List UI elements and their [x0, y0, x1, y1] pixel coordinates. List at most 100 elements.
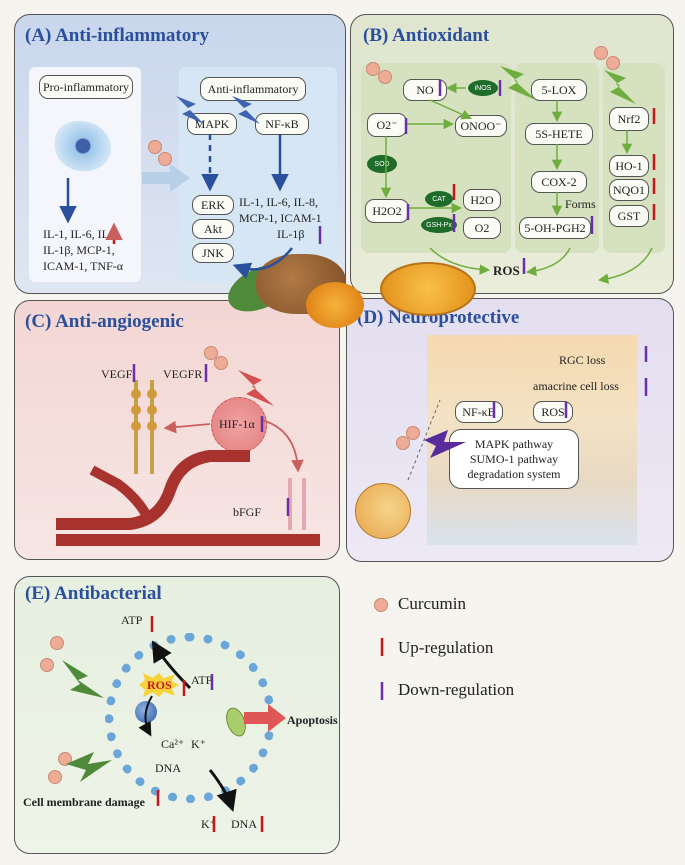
rgc-loss-label: RGC loss — [559, 353, 606, 367]
oxygen-box: O2 — [463, 217, 501, 239]
curcumin-dot — [40, 658, 54, 672]
curcumin-flow-arrow — [142, 164, 190, 192]
regulation-marks — [105, 80, 656, 832]
no-box: NO — [403, 79, 447, 101]
ca-label: Ca²⁺ — [161, 737, 185, 751]
vegf-ligand — [131, 405, 141, 415]
hif-1a-label: HIF-1α — [219, 417, 255, 431]
membrane-damage-label: Cell membrane damage — [23, 795, 145, 809]
lightning-icon — [62, 660, 104, 698]
legend-up-label: Up-regulation — [398, 638, 494, 657]
curcumin-dot — [594, 46, 608, 60]
nfkb-box: NF-κB — [255, 113, 309, 135]
nitrosative-to-ros-arrow — [429, 247, 491, 275]
panel-b-title: (B) Antioxidant — [363, 25, 490, 46]
panel-a-title: (A) Anti-inflammatory — [25, 25, 210, 46]
pro-cytokines-2: IL-1β, MCP-1, — [43, 243, 115, 257]
ros-to-dna-arrow — [138, 695, 153, 737]
vegf-label: VEGF — [101, 367, 133, 381]
ion-efflux-arrow — [208, 769, 237, 812]
turmeric-root-illustration — [216, 238, 366, 338]
hif-to-bfgf-arrow — [261, 419, 304, 473]
atp-top-label: ATP — [121, 613, 143, 627]
ros-burst-icon — [139, 673, 179, 697]
ros-label-e: ROS — [147, 678, 172, 692]
lightning-icon — [604, 70, 636, 104]
pro-inflammatory-area — [29, 67, 141, 282]
turmeric-slice — [380, 262, 476, 316]
vegf-ligand — [147, 421, 157, 431]
h2o2-box: H2O2 — [365, 199, 409, 223]
blood-vessel — [56, 450, 320, 546]
vegf-ligand — [131, 389, 141, 399]
ros-label: ROS — [493, 263, 520, 278]
mapk-box: MAPK — [187, 113, 237, 135]
lightning-icon — [232, 96, 260, 124]
bfgf-label: bFGF — [233, 505, 262, 519]
curcumin-dot — [214, 356, 228, 370]
akt-box: Akt — [192, 219, 234, 239]
panel-anti-angiogenic: (C) Anti-angiogenic VEGF VEGFR HIF-1α bF… — [14, 300, 340, 560]
dna-label: DNA — [155, 761, 181, 775]
no-to-onoo-arrow — [429, 99, 472, 120]
cytokine-to-jnk-arrow — [232, 247, 293, 280]
lightning-icon — [238, 370, 274, 406]
forms-label: Forms — [565, 197, 596, 211]
curcumin-dot — [48, 770, 62, 784]
vegf-ligand — [147, 405, 157, 415]
mapk-pathway: MAPK pathway — [474, 436, 554, 451]
jnk-box: JNK — [192, 243, 234, 263]
5-lox-box: 5-LOX — [531, 79, 587, 101]
panel-anti-inflammatory: (A) Anti-inflammatory Pro-inflammatory I… — [14, 14, 346, 294]
panel-d-title: (D) Neuroprotective — [357, 307, 520, 328]
vegf-ligand — [131, 421, 141, 431]
peroxynitrite-box: ONOO⁻ — [455, 115, 507, 137]
k-out-label: K⁺ — [201, 817, 216, 831]
curcumin-dot — [148, 140, 162, 154]
pro-cytokines-1: IL-1, IL-6, IL-8, — [43, 227, 122, 241]
anti-inflammatory-label: Anti-inflammatory — [200, 77, 306, 101]
pro-inflammatory-label: Pro-inflammatory — [39, 75, 133, 99]
nfkb-box-d: NF-κB — [455, 401, 503, 423]
hif-to-vegfr-arrow — [163, 420, 211, 434]
inos-enzyme: iNOS — [468, 80, 498, 96]
curcumin-dot — [204, 346, 218, 360]
lightning-icon — [66, 752, 112, 782]
atp-release-arrow — [151, 640, 192, 690]
curcumin-dot — [50, 636, 64, 650]
nrf2-box: Nrf2 — [609, 107, 649, 131]
dna-out-label: DNA — [231, 817, 257, 831]
sumo-1-pathway: SUMO-1 pathway — [469, 451, 559, 466]
immune-cell-icon — [55, 121, 111, 171]
curcumin-dot — [58, 752, 72, 766]
curcumin-dot — [396, 436, 410, 450]
apoptosis-label: Apoptosis — [287, 713, 338, 727]
vegfr-label: VEGFR — [163, 367, 203, 381]
lox-to-ros-arrow — [525, 247, 571, 277]
curcumin-dot — [366, 62, 380, 76]
cox-2-box: COX-2 — [531, 171, 587, 193]
legend-curcumin-dot — [374, 598, 388, 612]
lightning-icon — [500, 66, 536, 100]
atp-mid-label: ATP — [191, 673, 213, 687]
curcumin-dot — [406, 426, 420, 440]
gst-box: GST — [609, 205, 649, 227]
superoxide-box: O2⁻ — [367, 113, 407, 137]
erk-box: ERK — [192, 195, 234, 215]
nrf2-to-ros-arrow — [597, 247, 653, 284]
lightning-icon — [424, 430, 466, 458]
apoptosis-arrow — [244, 704, 286, 732]
panel-antioxidant: (B) Antioxidant NO iNOS O2⁻ ONOO⁻ SOD H2… — [350, 14, 674, 294]
vegf-ligand — [147, 389, 157, 399]
degradation-system: degradation system — [467, 466, 561, 481]
legend-down-label: Down-regulation — [398, 680, 515, 699]
sod-enzyme: SOD — [367, 155, 397, 173]
eye-fundus-icon — [355, 483, 411, 539]
lightning-icon — [176, 96, 204, 124]
anti-cytokines-1: IL-1, IL-6, IL-8, — [239, 195, 318, 209]
5s-hete-box: 5S-HETE — [525, 123, 593, 145]
curcumin-dot — [378, 70, 392, 84]
5-oh-pgh2-box: 5-OH-PGH2 — [519, 217, 591, 239]
cat-enzyme: CAT — [425, 191, 453, 207]
